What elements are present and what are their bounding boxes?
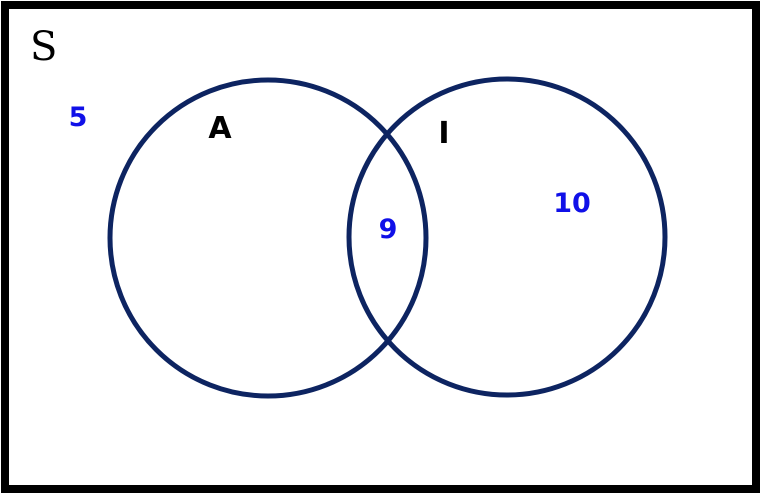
only-i-count: 10 bbox=[553, 188, 591, 219]
set-a-label: A bbox=[208, 111, 232, 146]
set-i-circle bbox=[346, 76, 668, 398]
universe-label: S bbox=[30, 24, 57, 70]
set-i-label: I bbox=[438, 116, 449, 151]
intersection-count: 9 bbox=[379, 214, 398, 245]
set-a-circle bbox=[107, 77, 429, 399]
outside-count: 5 bbox=[69, 102, 88, 133]
